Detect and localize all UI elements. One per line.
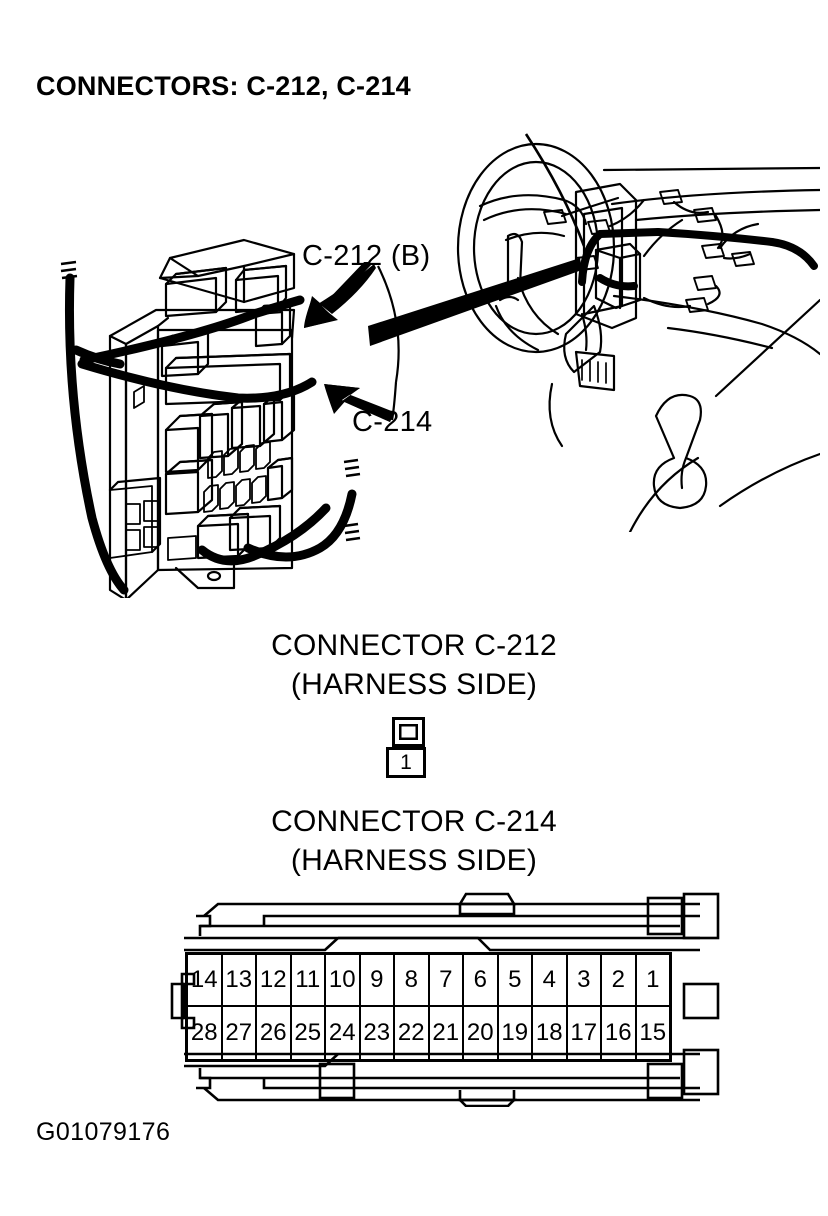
pin-cell: 26 <box>255 1005 292 1062</box>
callout-label-c212: C-212 (B) <box>302 240 431 272</box>
pin-cell: 23 <box>358 1005 395 1062</box>
callout-arrows <box>268 262 408 442</box>
pin-cell: 20 <box>462 1005 499 1062</box>
pin-row-bottom: 28 27 26 25 24 23 22 21 20 19 18 17 16 1… <box>185 1005 672 1062</box>
pin-cell: 3 <box>565 952 602 1007</box>
pin-cell: 5 <box>496 952 533 1007</box>
pin-cell: 13 <box>220 952 257 1007</box>
pin-row-top: 14 13 12 11 10 9 8 7 6 5 4 3 2 1 <box>185 952 672 1007</box>
pin-cell: 22 <box>393 1005 430 1062</box>
caption-connector-c214: CONNECTOR C-214 (HARNESS SIDE) <box>271 805 557 877</box>
pin-cell: 25 <box>289 1005 326 1062</box>
caption-connector-c212: CONNECTOR C-212 (HARNESS SIDE) <box>271 629 557 701</box>
pin-cell: 16 <box>600 1005 637 1062</box>
pin-cell: 11 <box>289 952 326 1007</box>
dashboard-illustration <box>368 128 820 532</box>
pin-cell: 12 <box>255 952 292 1007</box>
pin-cell: 28 <box>185 1005 223 1062</box>
connector-c214-pinout: 14 13 12 11 10 9 8 7 6 5 4 3 2 1 28 <box>160 892 720 1107</box>
pin-cell: 24 <box>324 1005 361 1062</box>
pin-cell: 18 <box>531 1005 568 1062</box>
pin-cell: 2 <box>600 952 637 1007</box>
pin-cell: 21 <box>427 1005 464 1062</box>
figure-id: G01079176 <box>36 1118 171 1146</box>
connector-housing <box>170 892 720 1107</box>
pin-cell: 27 <box>220 1005 257 1062</box>
callout-label-c214: C-214 <box>352 406 433 438</box>
connector-c212-pin-1: 1 <box>400 751 412 774</box>
pin-cell: 19 <box>496 1005 533 1062</box>
pin-cell: 1 <box>634 952 672 1007</box>
pin-number-grid: 14 13 12 11 10 9 8 7 6 5 4 3 2 1 28 <box>185 952 672 1062</box>
pin-cell: 7 <box>427 952 464 1007</box>
pin-cell: 9 <box>358 952 395 1007</box>
connector-c212-pinout: 1 <box>384 714 432 784</box>
page-title: CONNECTORS: C-212, C-214 <box>36 71 411 101</box>
pin-cell: 8 <box>393 952 430 1007</box>
pin-cell: 4 <box>531 952 568 1007</box>
pin-cell: 15 <box>634 1005 672 1062</box>
pin-cell: 10 <box>324 952 361 1007</box>
pin-cell: 17 <box>565 1005 602 1062</box>
pin-cell: 14 <box>185 952 223 1007</box>
pin-cell: 6 <box>462 952 499 1007</box>
junction-block-illustration <box>48 218 388 598</box>
